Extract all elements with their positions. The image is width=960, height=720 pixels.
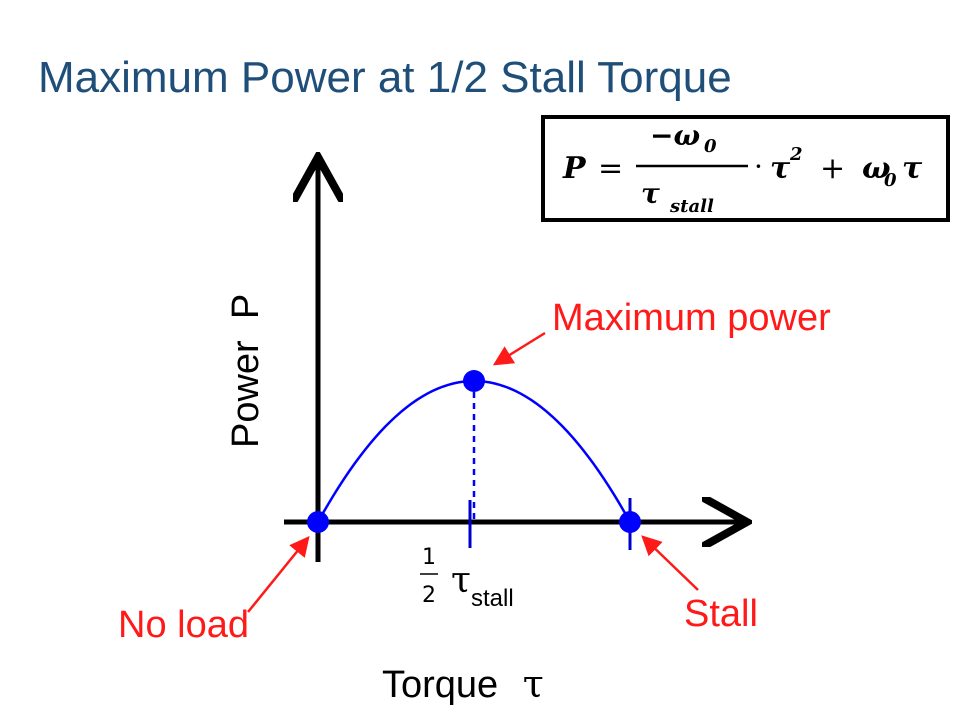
formula-omega: ω [862, 151, 891, 186]
formula-omega-sub: 0 [884, 170, 897, 191]
maximum-power-label: Maximum power [552, 297, 831, 339]
stall-arrow [641, 535, 699, 591]
half-tau-symbol: τ [451, 560, 471, 601]
formula-dot: · [754, 150, 763, 183]
half-denominator: 2 [422, 583, 436, 608]
y-axis-label: Power P [225, 294, 267, 448]
formula-denominator: τ [641, 177, 660, 210]
formula-numerator: −ω [650, 119, 700, 152]
formula-numerator-sub: 0 [704, 136, 717, 157]
half-numerator: 1 [422, 545, 436, 570]
formula-plus: + [820, 151, 845, 186]
half-tau-subscript: stall [471, 585, 514, 612]
stall-label: Stall [684, 593, 758, 635]
x-axis-label-word: Torque [382, 664, 498, 706]
x-axis-label-symbol: τ [523, 662, 544, 706]
formula-denominator-sub: stall [669, 196, 714, 217]
no-load-arrow [247, 536, 310, 613]
maximum-power-point [463, 370, 485, 392]
formula-tau: τ [902, 151, 923, 186]
no-load-label: No load [118, 604, 249, 646]
formula-lhs: P [562, 151, 587, 186]
formula-equals: = [598, 151, 623, 186]
stall-point [619, 511, 641, 533]
power-curve-group [307, 370, 641, 533]
half-stall-label: 1 2 τ stall [420, 545, 514, 612]
maximum-power-arrow [492, 331, 546, 366]
no-load-point [307, 511, 329, 533]
x-axis-label: Torque τ [382, 662, 544, 706]
page-title: Maximum Power at 1/2 Stall Torque [38, 53, 732, 102]
formula-box: P = −ω 0 τ stall · τ 2 + ω 0 τ [541, 115, 950, 222]
formula-tau-squared: τ [770, 151, 791, 186]
formula-square: 2 [789, 144, 803, 165]
